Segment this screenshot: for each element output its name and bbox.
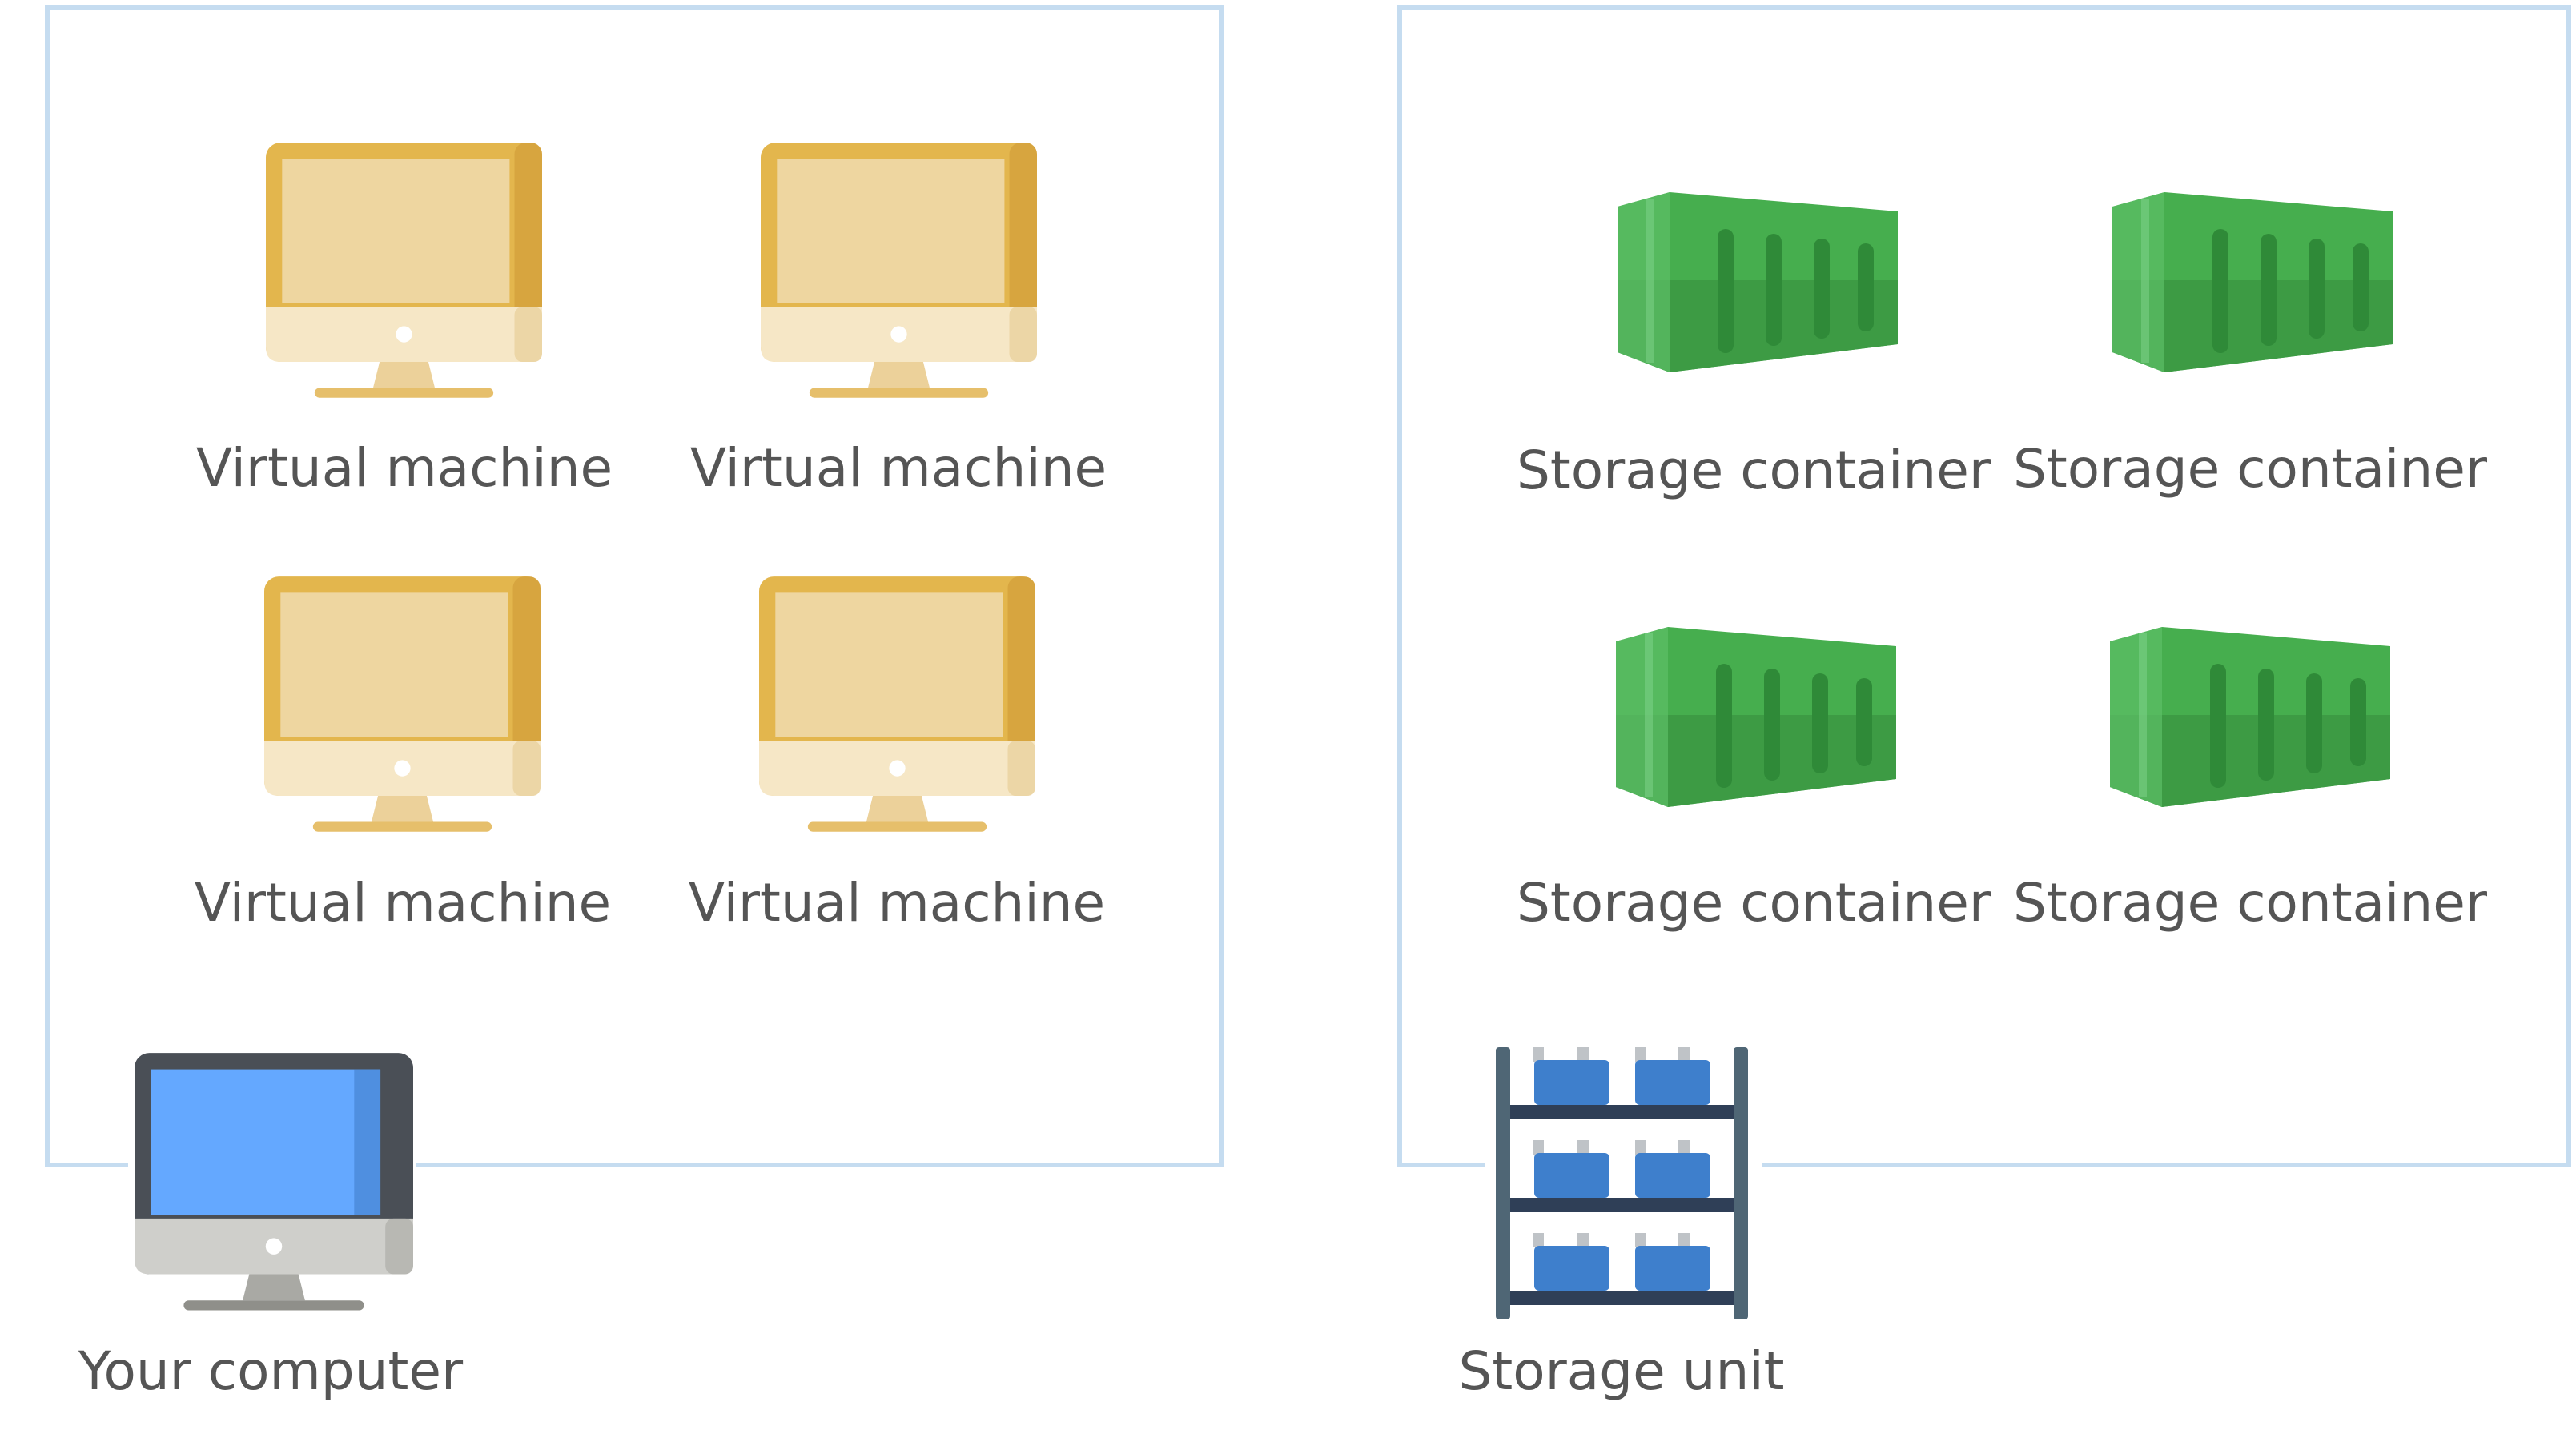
desktop-computer-icon[interactable] [135,1053,413,1324]
shipping-container-icon[interactable] [2112,192,2393,372]
virtual-machine-monitor-icon[interactable] [761,143,1037,411]
shipping-container-icon[interactable] [1616,627,1896,807]
vm-label: Virtual machine [195,437,613,499]
container-label: Storage container [2013,872,2487,934]
vm-label: Virtual machine [194,872,612,934]
frame-gap-storage [1485,1153,1762,1177]
storage-unit-label: Storage unit [1458,1340,1785,1402]
computer-label: Your computer [78,1340,464,1402]
shipping-container-icon[interactable] [1618,192,1898,372]
shipping-container-icon[interactable] [2110,627,2390,807]
container-label: Storage container [1517,872,1991,934]
compute-group-frame [45,5,1224,1167]
storage-shelf-icon[interactable] [1496,1047,1748,1319]
vm-label: Virtual machine [689,437,1107,499]
container-label: Storage container [2013,438,2487,500]
virtual-machine-monitor-icon[interactable] [759,576,1035,845]
vm-label: Virtual machine [688,872,1106,934]
virtual-machine-monitor-icon[interactable] [266,143,542,411]
storage-group-frame [1397,5,2571,1167]
virtual-machine-monitor-icon[interactable] [264,576,541,845]
container-label: Storage container [1517,440,1991,501]
